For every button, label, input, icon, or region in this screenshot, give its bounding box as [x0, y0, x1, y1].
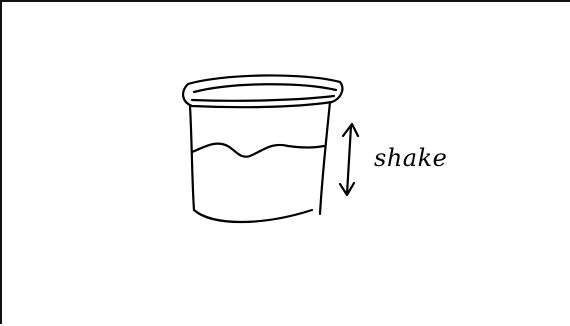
shake-label: shake [374, 144, 447, 172]
double-arrow-icon [340, 124, 358, 195]
cup-icon [183, 75, 342, 222]
